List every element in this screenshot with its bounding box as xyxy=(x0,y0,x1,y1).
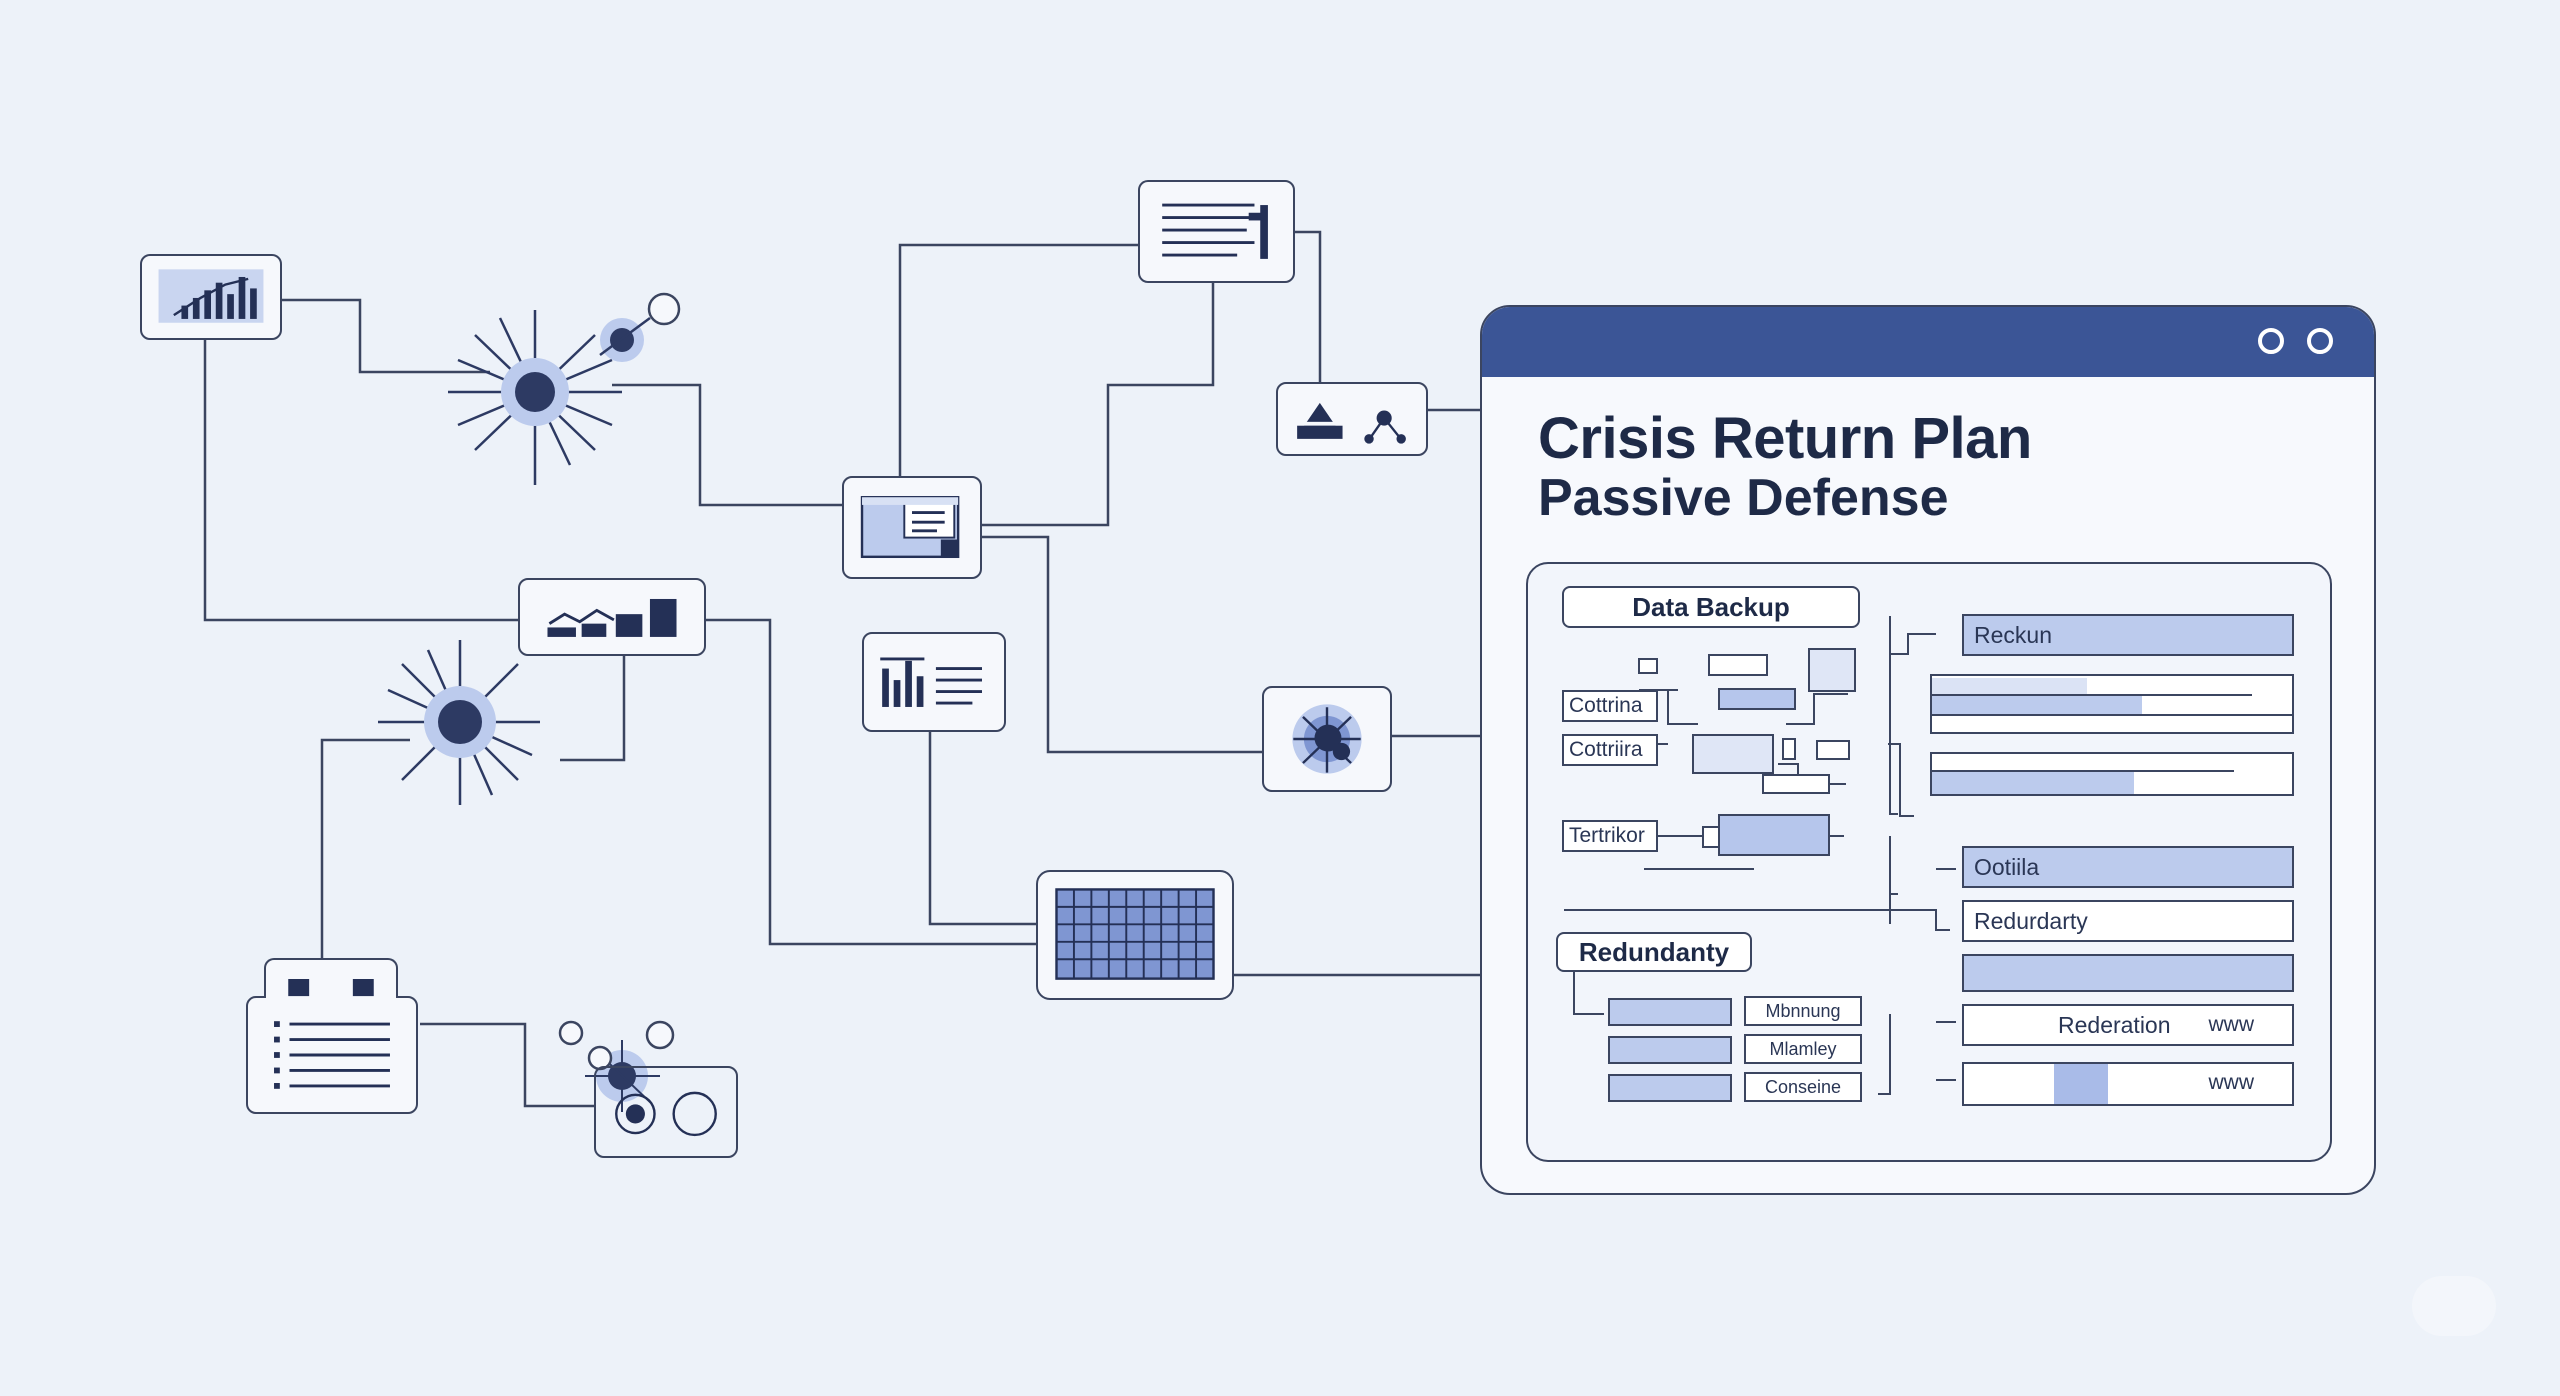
redundancy-bar xyxy=(1608,998,1732,1026)
schema-node xyxy=(1702,826,1720,848)
schema-node xyxy=(1762,774,1830,794)
schema-node xyxy=(1718,688,1796,710)
warning-network-icon xyxy=(1297,402,1406,444)
window-title-bar xyxy=(1482,307,2374,377)
progress-divider xyxy=(1932,694,2252,696)
data-backup-header: Data Backup xyxy=(1562,586,1860,628)
field-redurdarty[interactable]: Redurdarty xyxy=(1962,900,2294,942)
label-cottriira: Cottriira xyxy=(1562,734,1658,766)
burst-icon xyxy=(448,292,681,485)
progress-divider xyxy=(1932,770,2234,772)
crisis-plan-window: Crisis Return Plan Passive Defense xyxy=(1480,305,2376,1195)
field-rederation-suffix: www xyxy=(2208,1013,2255,1036)
label-conseine: Conseine xyxy=(1744,1072,1862,1102)
page-title: Crisis Return Plan xyxy=(1538,406,2032,471)
dashboard-node[interactable] xyxy=(842,476,982,579)
camera-node[interactable] xyxy=(594,1066,738,1158)
plan-content-box: Data Backup Cottrina Cottriira Tertrikor… xyxy=(1526,562,2332,1162)
watermark-badge xyxy=(2412,1276,2496,1336)
field-slider-suffix: www xyxy=(2208,1071,2255,1094)
bar-list-icon xyxy=(880,657,982,707)
line-bar-chart-icon xyxy=(547,598,677,637)
progress-divider xyxy=(1932,714,2292,716)
field-progress-1[interactable] xyxy=(1930,674,2294,734)
progress-fill xyxy=(1932,678,2087,696)
label-cottrina: Cottrina xyxy=(1562,690,1658,722)
schema-node xyxy=(1808,648,1856,692)
warning-network-node[interactable] xyxy=(1276,382,1428,456)
grid-table-icon xyxy=(1055,888,1215,980)
schema-node xyxy=(1718,814,1830,856)
server-list-icon xyxy=(274,1021,390,1089)
network-burst-icon xyxy=(1292,704,1362,774)
schema-node xyxy=(1692,734,1774,774)
redundancy-bar xyxy=(1608,1036,1732,1064)
server-list-node[interactable] xyxy=(246,996,418,1114)
grid-table-node[interactable] xyxy=(1036,870,1234,1000)
field-progress-2[interactable] xyxy=(1930,752,2294,796)
field-reckun[interactable]: Reckun xyxy=(1962,614,2294,656)
window-minimize-icon[interactable] xyxy=(2258,328,2284,354)
camera-burst-icon xyxy=(558,1020,675,1112)
camera-icon xyxy=(615,1091,717,1137)
line-bar-chart-node[interactable] xyxy=(518,578,706,656)
network-burst-node[interactable] xyxy=(1262,686,1392,792)
label-mlamley: Mlamley xyxy=(1744,1034,1862,1064)
label-mbnnung: Mbnnung xyxy=(1744,996,1862,1026)
burst-icon xyxy=(378,640,540,805)
field-ootiila[interactable]: Ootiila xyxy=(1962,846,2294,888)
window-close-icon[interactable] xyxy=(2307,328,2333,354)
field-blank[interactable] xyxy=(1962,954,2294,992)
bar-chart-icon xyxy=(158,269,264,323)
redundancy-header: Redundanty xyxy=(1556,932,1752,972)
schema-node xyxy=(1638,658,1658,674)
field-rederation[interactable]: Rederation www xyxy=(1962,1004,2294,1046)
schema-node xyxy=(1816,740,1850,760)
plan-connections xyxy=(1564,616,1956,1095)
server-cap xyxy=(264,958,398,998)
label-tertrikor: Tertrikor xyxy=(1562,820,1658,852)
schema-node xyxy=(1782,738,1796,760)
dashboard-icon xyxy=(860,496,960,559)
server-cap-icon xyxy=(288,979,374,997)
bar-list-node[interactable] xyxy=(862,632,1006,732)
bar-chart-node[interactable] xyxy=(140,254,282,340)
document-icon xyxy=(1162,203,1268,259)
redundancy-bar xyxy=(1608,1074,1732,1102)
document-node[interactable] xyxy=(1138,180,1295,283)
field-rederation-label: Rederation xyxy=(2058,1012,2171,1038)
schema-node xyxy=(1708,654,1768,676)
field-slider[interactable]: www xyxy=(1962,1062,2294,1106)
page-subtitle: Passive Defense xyxy=(1538,469,1949,527)
progress-fill xyxy=(1932,772,2134,794)
progress-fill xyxy=(1932,696,2142,714)
slider-thumb[interactable] xyxy=(2054,1064,2108,1104)
